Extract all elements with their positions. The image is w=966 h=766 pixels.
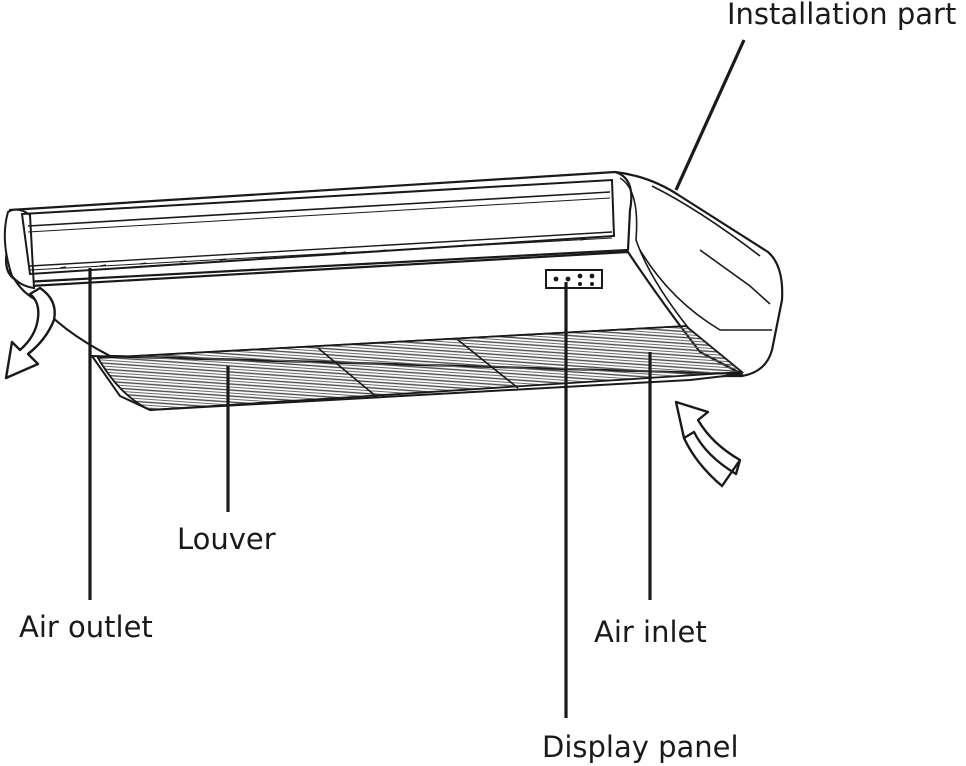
air-outlet-label: Air outlet — [19, 610, 153, 644]
end-cap-details — [619, 177, 772, 331]
air-outflow-arrow — [4, 286, 56, 380]
louver-label: Louver — [177, 522, 276, 556]
callout-lines — [88, 39, 746, 718]
air-inflow-arrow — [674, 400, 742, 476]
unit-left-end-cap — [3, 208, 36, 290]
air-inflow-arrow-tail — [682, 437, 741, 488]
installation-part-label: Installation part — [727, 0, 957, 31]
outlet-vane-ticks — [59, 238, 587, 269]
air-inlet-label: Air inlet — [594, 615, 707, 649]
air-outlet-window — [20, 178, 616, 276]
display-panel-label: Display panel — [542, 730, 739, 764]
display-panel — [545, 269, 603, 289]
grille-dividers — [97, 325, 687, 399]
leader-installation-part — [674, 39, 746, 191]
air-inlet-grille — [96, 325, 745, 411]
